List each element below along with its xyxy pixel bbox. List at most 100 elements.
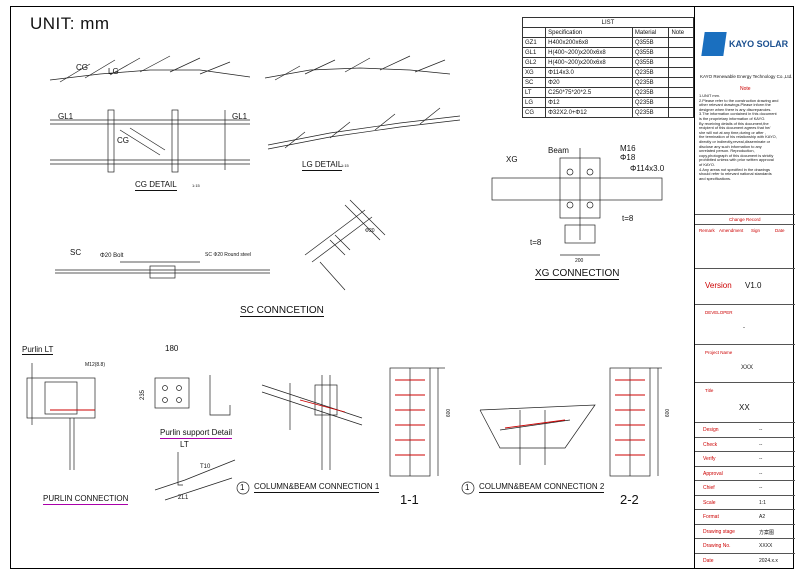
list-cell-spec: Φ12: [545, 97, 633, 108]
unit-label: UNIT: mm: [30, 14, 110, 33]
list-cell-note: [668, 97, 694, 108]
note-line: By receiving details of this document,th…: [699, 120, 769, 126]
label-600-a: 600: [446, 408, 453, 418]
label-d114: Φ114x3.0: [630, 164, 665, 173]
section-2-2-title: 2-2: [620, 492, 639, 507]
field-value: --: [759, 485, 763, 491]
red-markers: [50, 379, 645, 456]
developer-value: -: [743, 325, 745, 331]
note-line: and specifications.: [699, 175, 732, 181]
note-line: is the proprietary information of KAYO.: [699, 115, 766, 121]
label-600-b: 600: [665, 408, 672, 418]
note-line: prohibited unless with prior written app…: [699, 157, 774, 163]
list-cell-material: Q235B: [631, 67, 670, 78]
field-row: Chief --: [695, 480, 795, 495]
list-cell-material: Q235B: [631, 77, 670, 88]
list-col-code: [521, 27, 547, 38]
field-label: Design: [703, 427, 719, 433]
company-name: KAYO Renewable Energy Technology Co.,Ltd…: [700, 74, 793, 79]
label-xg-200: 200: [575, 258, 584, 264]
list-cell-material: Q355B: [631, 37, 670, 48]
project-value: XXX: [741, 365, 754, 371]
list-col-material: Material: [631, 27, 670, 38]
list-cell-code: XG: [521, 67, 547, 78]
field-label: Drawing No.: [703, 543, 731, 549]
note-line: 2.Please refer to the construction drawi…: [699, 97, 779, 103]
field-value: 方案图: [759, 529, 775, 536]
list-cell-spec: H400x200x6x8: [545, 37, 633, 48]
title-value: XX: [739, 403, 750, 412]
list-col-spec: Specification: [545, 27, 633, 38]
label-m16: M16: [620, 144, 636, 153]
version-row: Version V1.0: [695, 268, 795, 304]
note-line: 3.The information contained in this docu…: [699, 111, 777, 117]
note-line: 1.UNIT mm.: [699, 93, 720, 98]
note-line: should refer to relevant national standa…: [699, 171, 772, 177]
label-180: 180: [165, 344, 179, 353]
field-label: Drawing stage: [703, 528, 735, 535]
title-label: Title: [705, 388, 714, 393]
purlin-support-title: Purlin support Detail: [160, 428, 233, 439]
label-t8-b: t=8: [622, 214, 634, 223]
label-lg: LG: [108, 67, 119, 76]
list-cell-material: Q235B: [631, 87, 670, 98]
field-value: A2: [759, 514, 766, 520]
list-cell-spec: H(400~200)x200x6x8: [545, 47, 633, 58]
section-1-1-title: 1-1: [400, 492, 419, 507]
note-line: the termination of his relationship with…: [699, 134, 777, 140]
label-sc-bolt: Φ20 Bolt: [100, 253, 124, 259]
note-line: unrelated person. Reproduction,: [699, 148, 755, 154]
note-line: 4.Any areas not specified in the drawing…: [699, 166, 770, 172]
purlin-support-drawing: [154, 375, 236, 501]
field-row: Check--: [695, 436, 795, 452]
list-cell-note: [668, 107, 694, 118]
list-cell-code: GL2: [521, 57, 547, 68]
field-row: Drawing No.XXXX: [695, 538, 795, 553]
note-line: other relevant drawings.Please inform th…: [699, 102, 771, 108]
list-table-title: LIST: [522, 17, 694, 28]
list-cell-code: LT: [521, 87, 547, 98]
label-m12: M12(8.8): [85, 362, 106, 368]
field-value: --: [759, 441, 763, 448]
list-cell-code: GL1: [521, 47, 547, 58]
list-cell-code: GZ1: [521, 37, 547, 48]
version-label: Version: [705, 281, 732, 290]
change-col-date: Date: [775, 228, 785, 233]
label-t10: T10: [200, 464, 211, 470]
list-cell-spec: C250*75*20*2.5: [545, 87, 633, 98]
developer-row: DEVELOPER -: [695, 304, 795, 344]
label-d18: Φ18: [620, 153, 636, 162]
field-value: 2024.x.x: [759, 557, 778, 564]
field-label: Chief: [703, 485, 715, 491]
label-beam: Beam: [548, 146, 569, 155]
label-cg-2: CG: [117, 136, 129, 145]
xg-connection-drawing: [491, 148, 663, 256]
list-cell-spec: Φ20: [545, 77, 633, 88]
field-row: Drawing stage 方案图: [695, 523, 795, 539]
column-beam-2-drawing: [479, 404, 596, 465]
title-block: KAYO SOLAR KAYO Renewable Energy Technol…: [694, 6, 795, 569]
label-purlin-lt: Purlin LT: [22, 345, 54, 355]
roof-profile-right: [264, 55, 451, 81]
field-value: --: [759, 427, 763, 433]
label-sc: SC: [70, 248, 82, 257]
notes-list: 1.UNIT mm.2.Please refer to the construc…: [699, 93, 793, 181]
lg-detail-lines: [267, 107, 461, 150]
field-row: Design --: [695, 422, 795, 437]
list-cell-material: Q355B: [631, 57, 670, 68]
cg-detail-title: CG DETAIL: [135, 180, 177, 191]
list-cell-note: [668, 77, 694, 88]
list-cell-note: [668, 47, 694, 58]
list-cell-material: Q235B: [631, 107, 670, 118]
project-row: Project Name XXX: [695, 344, 795, 382]
change-col-amendment: Amendment: [719, 228, 744, 233]
field-label: Verify: [703, 456, 716, 462]
list-cell-note: [668, 37, 694, 48]
field-label: Format: [703, 514, 719, 520]
cg-detail-plan: [50, 109, 250, 173]
